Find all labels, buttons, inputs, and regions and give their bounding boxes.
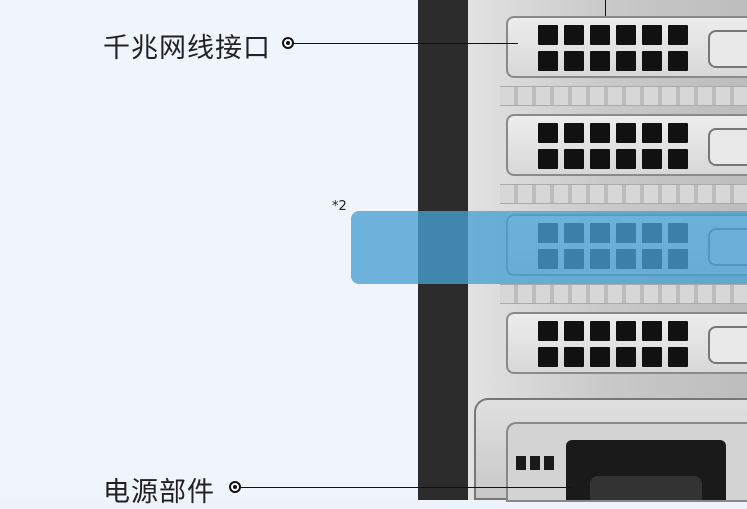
slot-latch (708, 128, 747, 166)
expansion-slot-1 (506, 16, 747, 78)
port-grid (538, 321, 688, 367)
power-leader-line (241, 487, 571, 488)
power-socket (566, 440, 726, 500)
ethernet-port-text: 千兆网线接口 (103, 33, 271, 64)
highlighted-slot-overlay (351, 211, 747, 284)
ethernet-port-label: 千兆网线接口 (103, 26, 271, 65)
slot-latch (708, 326, 747, 364)
target-dot-icon (229, 481, 241, 493)
slot-latch (708, 30, 747, 68)
background-panel (0, 0, 420, 500)
port-grid (538, 25, 688, 71)
ethernet-leader-line (294, 43, 518, 44)
slot-divider (500, 284, 747, 304)
expansion-slot-2 (506, 114, 747, 176)
port-grid (538, 123, 688, 169)
top-leader-line (605, 0, 606, 24)
target-dot-icon (282, 37, 294, 49)
expansion-slot-4 (506, 312, 747, 374)
power-unit-label: 电源部件 (103, 477, 215, 508)
slot-divider (500, 184, 747, 204)
psu-vent (516, 456, 554, 470)
slot-divider (500, 86, 747, 106)
footnote-marker: *2 (332, 199, 347, 214)
